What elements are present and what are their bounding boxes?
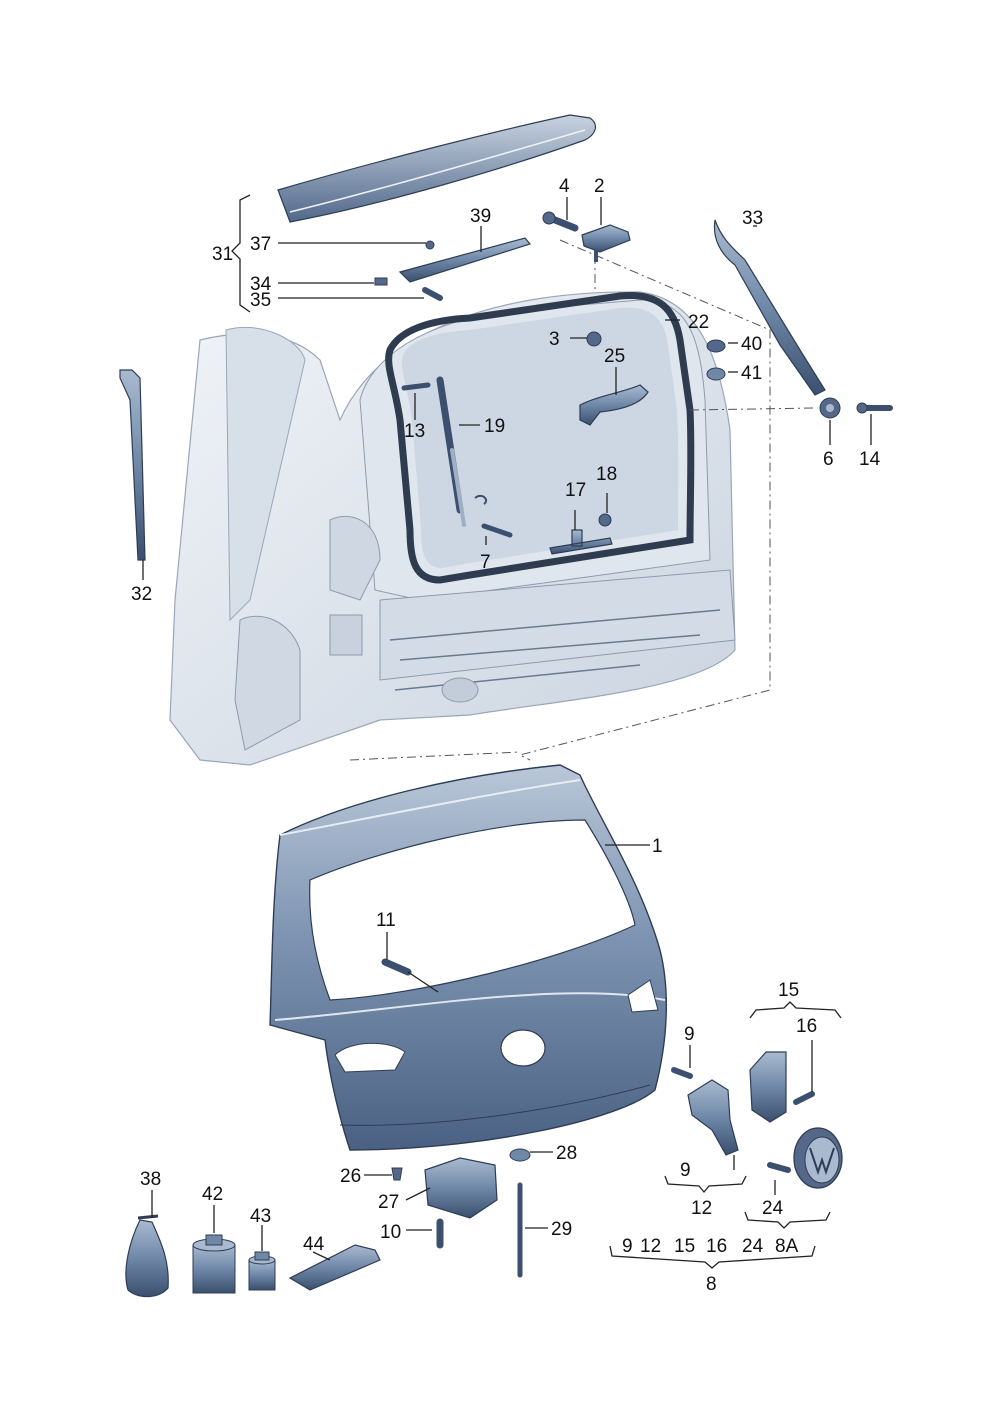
label-1: 1	[652, 836, 663, 857]
tailgate-1	[269, 764, 668, 1151]
label-40: 40	[741, 334, 762, 355]
label-24: 24	[762, 1198, 784, 1219]
bracket-39	[398, 237, 532, 283]
screw-11	[381, 958, 412, 976]
label-25: 25	[604, 346, 625, 367]
label-9-top: 9	[684, 1024, 695, 1045]
label-26: 26	[340, 1166, 361, 1187]
label-35: 35	[250, 290, 271, 311]
group-8-item-1: 9	[622, 1236, 633, 1257]
tube-44	[288, 1244, 381, 1291]
label-19: 19	[484, 416, 505, 437]
screw-35	[422, 287, 443, 301]
screw-37	[425, 240, 435, 250]
label-33: 33	[742, 208, 763, 229]
group-8-item-4: 16	[706, 1236, 727, 1257]
label-8: 8	[706, 1274, 717, 1295]
label-22: 22	[688, 312, 709, 333]
label-9-bottom: 9	[680, 1160, 691, 1181]
label-12: 12	[691, 1198, 712, 1219]
screw-16	[793, 1091, 815, 1105]
label-4: 4	[559, 176, 570, 197]
label-3: 3	[549, 329, 560, 350]
label-18: 18	[596, 464, 617, 485]
leader-lines	[142, 194, 872, 1269]
screw-24	[767, 1162, 791, 1173]
label-44: 44	[303, 1234, 325, 1255]
actuator-12	[687, 1079, 739, 1156]
container-42	[192, 1234, 236, 1294]
label-27: 27	[378, 1192, 399, 1213]
lock-27	[424, 1157, 498, 1219]
label-41: 41	[741, 363, 762, 384]
label-13: 13	[404, 421, 425, 442]
label-6: 6	[823, 449, 834, 470]
label-43: 43	[250, 1206, 271, 1227]
label-10: 10	[380, 1222, 401, 1243]
label-14: 14	[859, 449, 881, 470]
hinge-2	[581, 224, 631, 253]
label-31: 31	[212, 244, 233, 265]
label-15: 15	[778, 980, 799, 1001]
spoiler-top	[277, 114, 597, 223]
handle-25	[579, 384, 649, 426]
label-28: 28	[556, 1143, 577, 1164]
part-labels: 4 2 39 33 31 37 34 35 22 3 40 25 41 13 1…	[131, 176, 881, 1295]
nut-18	[598, 513, 612, 527]
ball-pin-7	[481, 523, 513, 538]
group-8-item-3: 15	[674, 1236, 695, 1257]
label-37: 37	[250, 234, 271, 255]
group-8-item-6: 8A	[775, 1236, 799, 1257]
label-16: 16	[796, 1016, 817, 1037]
ball-pin-13	[401, 382, 431, 391]
screw-9	[671, 1067, 693, 1079]
bag-38	[125, 1219, 169, 1298]
emblem-8A	[793, 1127, 843, 1189]
trim-33	[713, 219, 826, 396]
buffer-26	[391, 1167, 403, 1181]
group-8-item-5: 24	[742, 1236, 764, 1257]
cap-41	[706, 367, 726, 381]
label-38: 38	[140, 1169, 161, 1190]
label-34: 34	[250, 274, 272, 295]
nut-3	[586, 331, 602, 347]
label-17: 17	[565, 480, 586, 501]
label-7: 7	[480, 552, 491, 573]
label-2: 2	[594, 176, 605, 197]
door-seal-22	[385, 291, 695, 584]
label-32: 32	[131, 584, 152, 605]
label-29: 29	[551, 1219, 572, 1240]
group-8-item-2: 12	[640, 1236, 661, 1257]
trim-32	[119, 369, 146, 561]
label-39: 39	[470, 206, 491, 227]
label-42: 42	[202, 1184, 223, 1205]
label-11: 11	[376, 910, 396, 931]
clip-34	[374, 277, 388, 286]
container-43	[248, 1251, 276, 1291]
cap-40	[706, 339, 726, 353]
cap-28	[509, 1148, 531, 1162]
striker-17	[549, 529, 613, 555]
module-15	[749, 1051, 787, 1123]
